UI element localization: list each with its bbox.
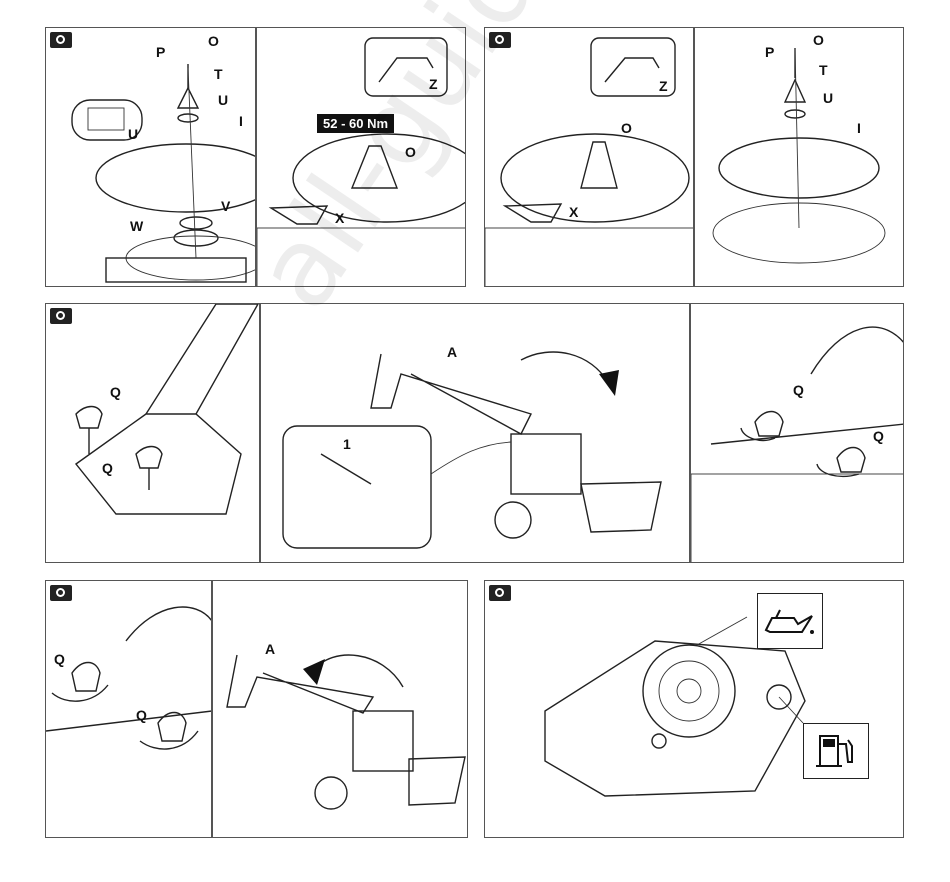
panel-chute-loosen: Q Q <box>45 580 212 838</box>
label-Q-2: Q <box>873 428 884 444</box>
blade-assembly-drawing <box>46 28 256 287</box>
panel-blade-assembly: P O T U U I V W <box>45 27 256 287</box>
label-O: O <box>208 33 219 49</box>
label-O: O <box>813 32 824 48</box>
label-U-2: U <box>128 126 138 142</box>
chute-knobs-drawing <box>46 304 260 563</box>
label-V: V <box>221 198 230 214</box>
label-T: T <box>819 62 828 78</box>
panel-chute-install: A 1 <box>260 303 690 563</box>
label-Z: Z <box>659 78 668 94</box>
label-U: U <box>218 92 228 108</box>
panel-remove-guard: Z O X <box>484 27 694 287</box>
label-Q: Q <box>110 384 121 400</box>
label-P: P <box>156 44 165 60</box>
label-A: A <box>447 344 457 360</box>
panel-chute-knobs: Q Q <box>45 303 260 563</box>
label-Q: Q <box>793 382 804 398</box>
chute-remove-drawing <box>213 581 468 838</box>
fuel-pump-icon <box>803 723 869 779</box>
label-O: O <box>621 120 632 136</box>
label-1: 1 <box>343 436 351 452</box>
label-Q-2: Q <box>136 707 147 723</box>
label-U: U <box>823 90 833 106</box>
panel-engine-oil-fuel <box>484 580 904 838</box>
label-Q-2: Q <box>102 460 113 476</box>
label-W: W <box>130 218 143 234</box>
blade-exploded-drawing <box>695 28 904 287</box>
oil-can-icon <box>757 593 823 649</box>
chute-loosen-drawing <box>46 581 212 838</box>
label-X: X <box>569 204 578 220</box>
label-P: P <box>765 44 774 60</box>
panel-chute-tighten: Q Q <box>690 303 904 563</box>
panel-chute-remove: A <box>212 580 468 838</box>
engine-drawing <box>485 581 904 838</box>
label-I: I <box>857 120 861 136</box>
remove-guard-drawing <box>485 28 694 287</box>
panel-blade-exploded: P O T U I <box>694 27 904 287</box>
label-Q: Q <box>54 651 65 667</box>
label-T: T <box>214 66 223 82</box>
chute-install-drawing <box>261 304 690 563</box>
label-I: I <box>239 113 243 129</box>
label-A: A <box>265 641 275 657</box>
